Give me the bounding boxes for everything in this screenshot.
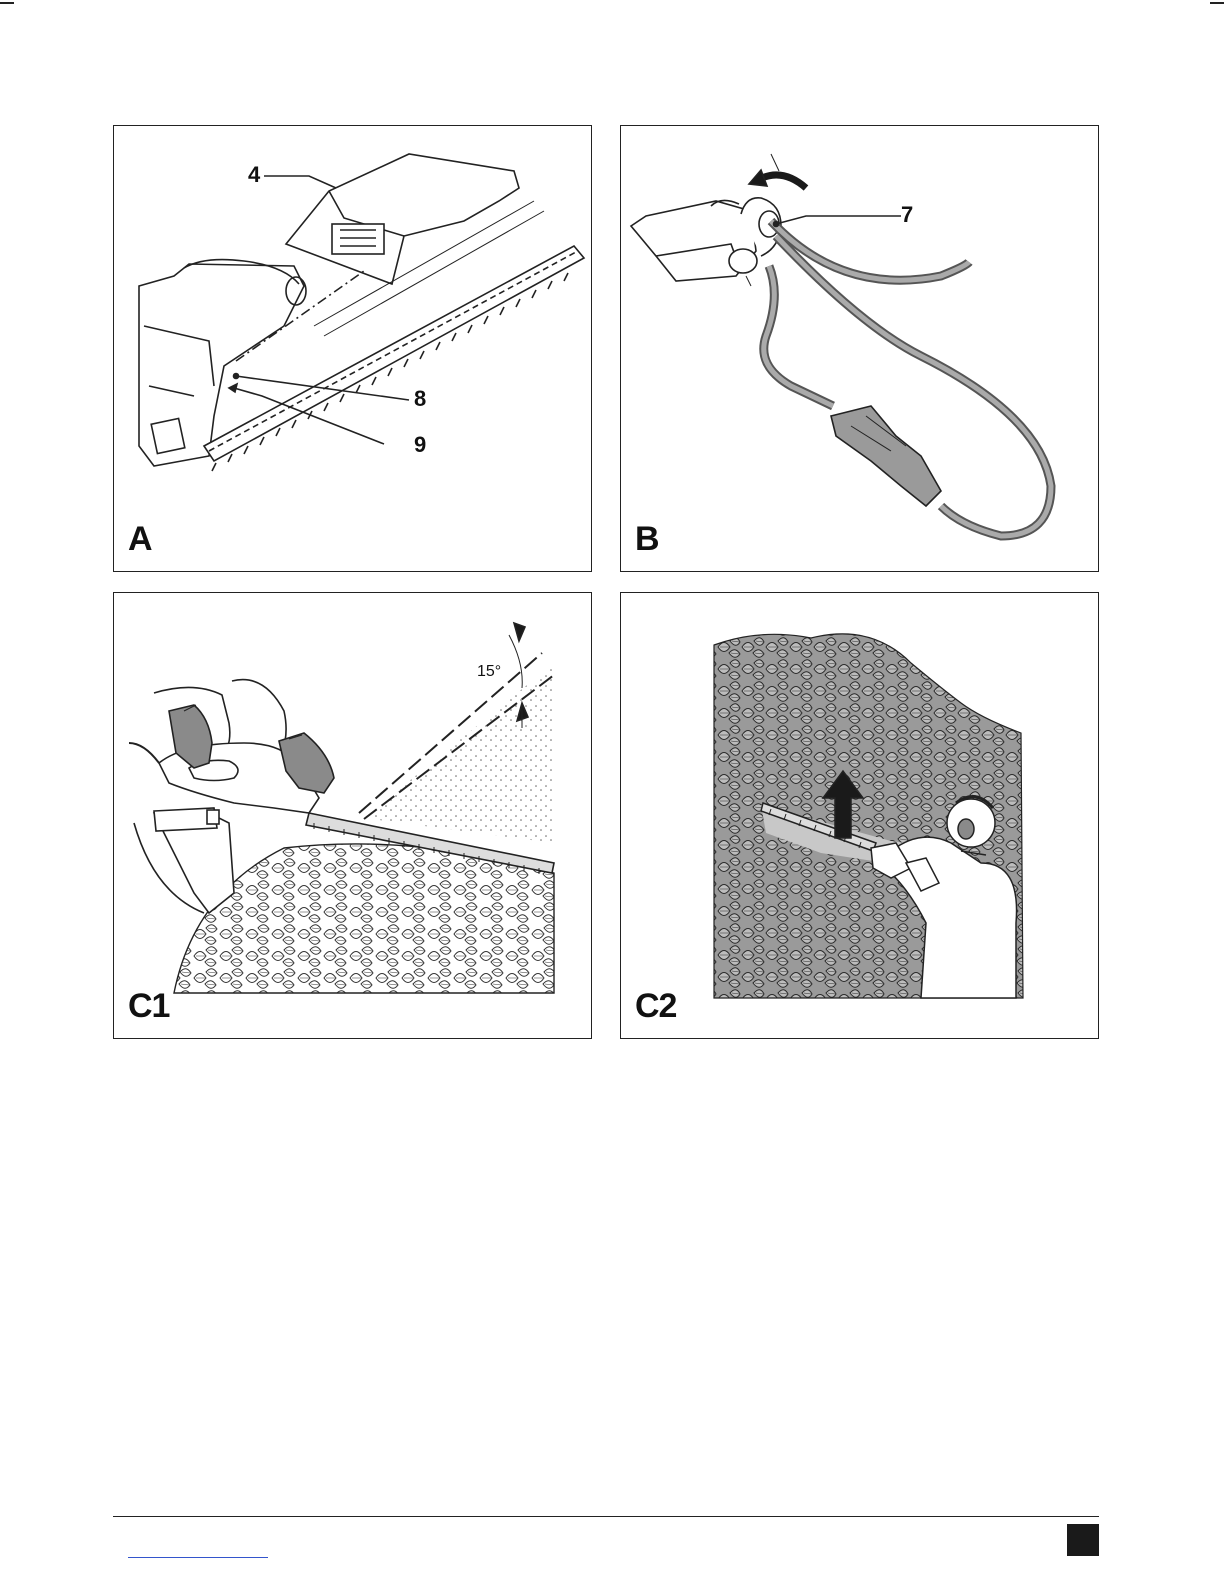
trimming-hedge-side-illustration — [621, 593, 1099, 1039]
figure-label-c2: C2 — [635, 987, 676, 1026]
crop-mark-top-left — [0, 2, 14, 4]
figure-a: 4 8 9 A — [113, 125, 592, 572]
figure-b: 7 B — [620, 125, 1099, 572]
callout-9: 9 — [414, 432, 426, 458]
figure-label-b: B — [635, 520, 659, 559]
callout-7: 7 — [901, 202, 913, 228]
hedge-trimmer-guard-illustration — [114, 126, 592, 572]
figure-label-a: A — [128, 520, 152, 559]
footer-link-underline — [128, 1557, 268, 1558]
cable-restraint-illustration — [621, 126, 1099, 572]
footer-rule — [113, 1516, 1099, 1517]
angle-label: 15° — [477, 663, 501, 681]
figure-label-c1: C1 — [128, 987, 169, 1026]
callout-4: 4 — [248, 162, 260, 188]
figure-c2: C2 — [620, 592, 1099, 1039]
crop-mark-top-right — [1210, 2, 1224, 4]
page-number-box — [1067, 1524, 1099, 1556]
trimming-hedge-top-illustration — [114, 593, 592, 1039]
figure-c1: 15° C1 — [113, 592, 592, 1039]
callout-8: 8 — [414, 386, 426, 412]
